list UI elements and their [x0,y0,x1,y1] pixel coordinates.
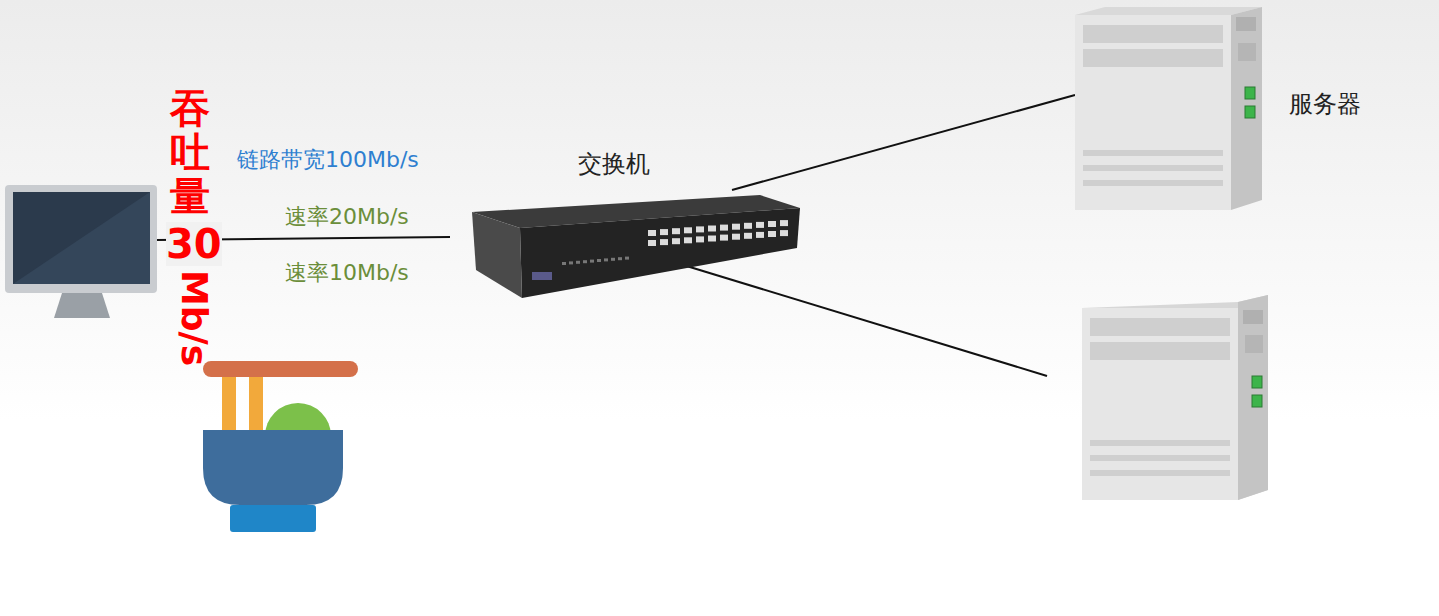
metric-unit: Mb/s [176,270,212,366]
metric-value: 30 [166,222,222,266]
computer-icon [5,185,157,318]
metric-title: 吞吐量 [170,86,210,218]
bandwidth-label: 链路带宽100Mb/s [237,145,419,175]
rate-label: 速率20Mb/s [285,202,409,232]
server-icon [1082,295,1268,500]
server-node: 服务器 [1075,5,1405,210]
link-line [680,264,1047,376]
switch-node: 交换机 [470,190,800,305]
rate-label: 速率10Mb/s [285,258,409,288]
noodle-bowl-icon [203,361,358,532]
switch-icon [470,190,800,305]
node-label: 交换机 [578,148,650,180]
server-icon [1075,5,1265,210]
link-line [732,95,1075,190]
node-label: 服务器 [1289,88,1361,120]
